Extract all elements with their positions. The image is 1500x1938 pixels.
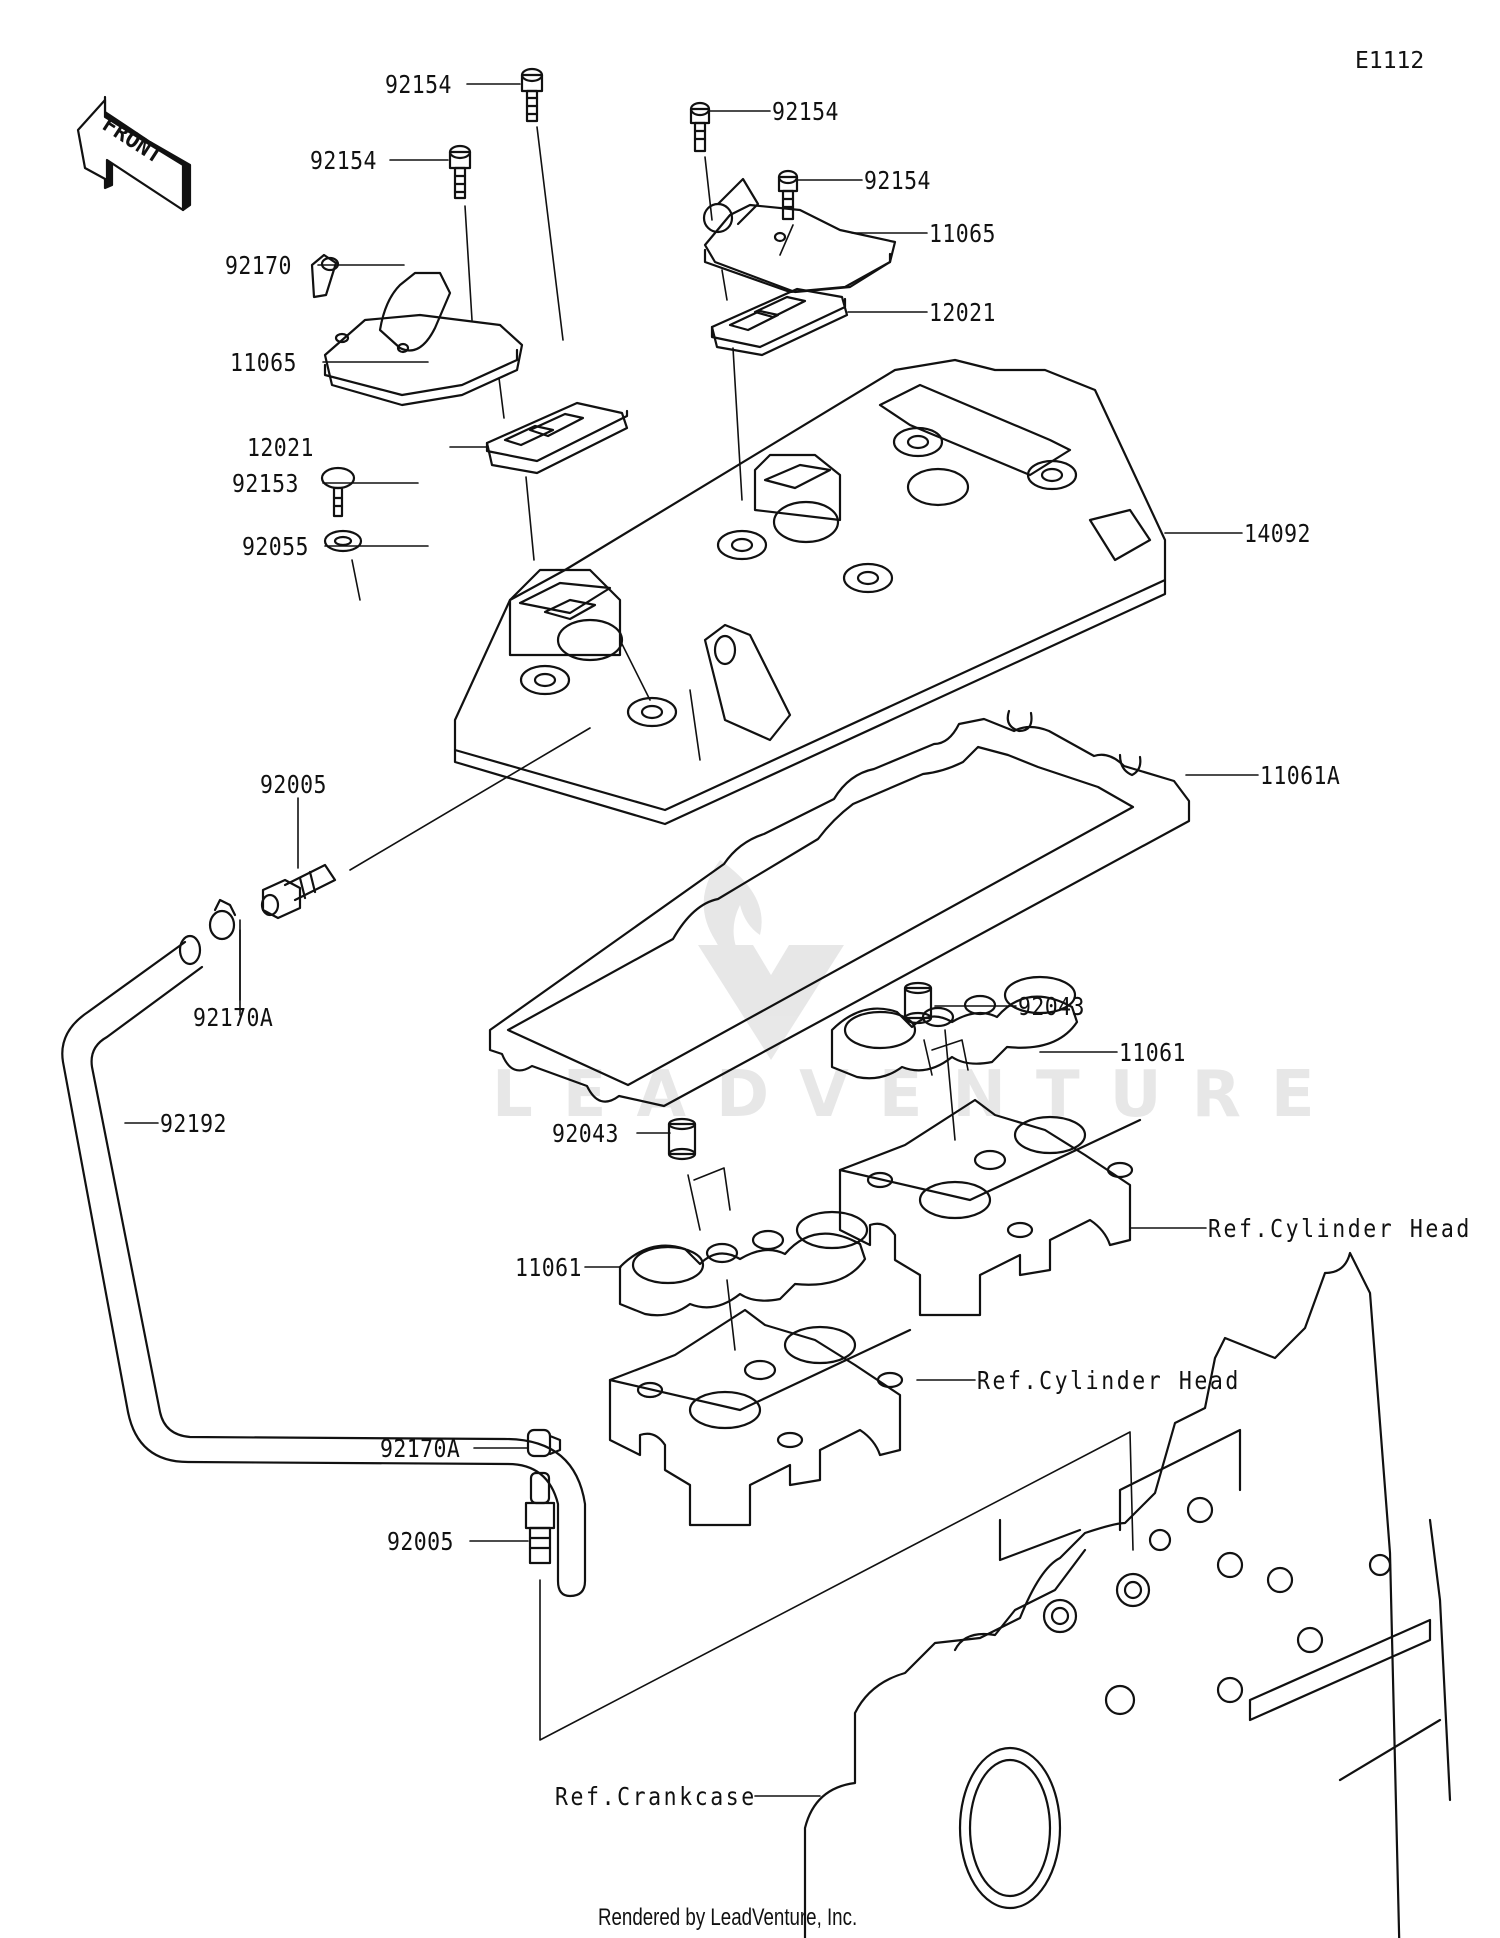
callout-92005[interactable]: 92005 [260,770,327,799]
cylinder-head-right [838,1098,1142,1317]
callout-14092[interactable]: 14092 [1244,519,1311,548]
watermark-logo [698,860,844,1060]
breather-cover-right [702,177,897,294]
callout-11061[interactable]: 11061 [515,1253,582,1282]
bolt-icon [777,169,799,221]
callout-12021[interactable]: 12021 [929,298,996,327]
hose-clamp-icon [208,898,237,941]
ref-crankcase[interactable]: Ref.Crankcase [555,1782,757,1811]
callout-92055[interactable]: 92055 [242,532,309,561]
bolt-icon [689,101,711,153]
callout-11065[interactable]: 11065 [929,219,996,248]
callout-11061[interactable]: 11061 [1119,1038,1186,1067]
plug-hole-gasket-left [618,1210,869,1317]
callout-92154[interactable]: 92154 [772,97,839,126]
front-arrow-icon [76,95,192,212]
ref-cylinder-head[interactable]: Ref.Cylinder Head [1208,1214,1472,1243]
callout-92005[interactable]: 92005 [387,1527,454,1556]
callout-92043[interactable]: 92043 [1018,992,1085,1021]
bolt-icon [520,67,544,123]
callout-92154[interactable]: 92154 [310,146,377,175]
flange-bolt-icon [320,466,356,518]
clamp-icon [310,253,340,299]
breather-hose [61,934,587,1598]
callout-92192[interactable]: 92192 [160,1109,227,1138]
diagram-code: E1112 [1355,48,1425,74]
head-cover-gasket [488,709,1191,1108]
bolt-icon [448,144,472,200]
callout-11065[interactable]: 11065 [230,348,297,377]
callout-92170a[interactable]: 92170A [380,1434,461,1463]
cylinder-head-cover [453,358,1167,826]
watermark: LEADVENTURE [492,1058,1345,1132]
callout-92153[interactable]: 92153 [232,469,299,498]
callout-92170[interactable]: 92170 [225,251,292,280]
plug-hole-gasket-right [830,975,1079,1080]
callout-11061a[interactable]: 11061A [1260,761,1341,790]
render-credit: Rendered by LeadVenture, Inc. [598,1904,858,1931]
cylinder-head-left [608,1308,912,1527]
ref-cylinder-head[interactable]: Ref.Cylinder Head [977,1366,1241,1395]
grommet-icon [323,529,363,553]
reed-valve-right [710,287,849,357]
callout-92154[interactable]: 92154 [864,166,931,195]
dowel-pin-icon [667,1117,697,1161]
callout-12021[interactable]: 12021 [247,433,314,462]
breather-cover-left [323,271,524,407]
reed-valve-left [485,401,629,475]
callout-92043[interactable]: 92043 [552,1119,619,1148]
crankcase [803,1251,1452,1938]
hose-nipple-icon [260,863,337,920]
callout-92154[interactable]: 92154 [385,70,452,99]
hose-clamp-icon [526,1428,562,1458]
callout-92170a[interactable]: 92170A [193,1003,274,1032]
hose-nipple-icon [524,1471,556,1565]
